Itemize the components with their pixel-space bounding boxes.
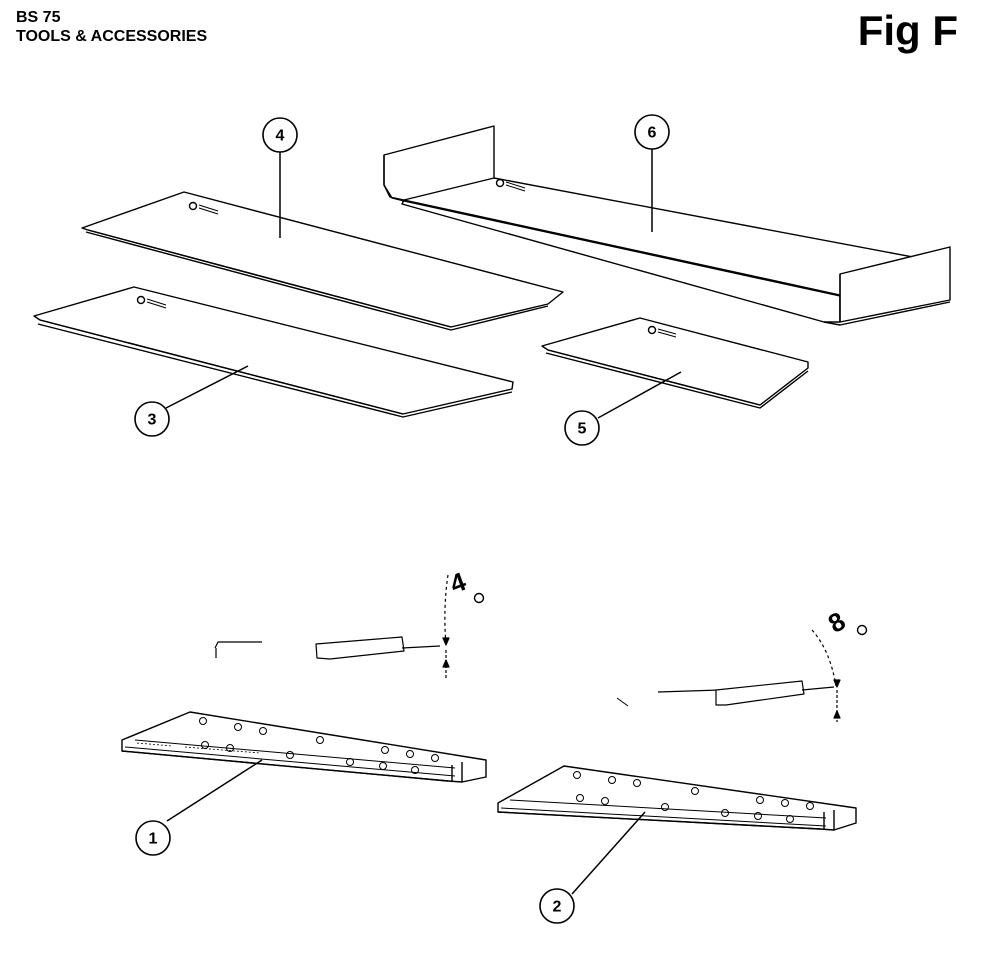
degree-symbol-right (856, 624, 868, 636)
profile-detail-left (214, 574, 450, 680)
callout-4 (262, 117, 298, 153)
knife-bar-2-holes (573, 771, 814, 823)
leader-5 (597, 371, 682, 419)
callout-2 (539, 888, 575, 924)
logo-mark-4 (188, 201, 219, 215)
callout-label-1: 1 (149, 831, 158, 848)
model-name: BS 75 (16, 9, 61, 26)
logo-mark-6 (495, 178, 526, 192)
leader-1 (166, 759, 263, 822)
part-3-plate (33, 286, 514, 418)
profile-detail-right (616, 629, 841, 722)
figure-label: Fig F (857, 7, 958, 54)
callout-3 (134, 401, 170, 437)
knife-bar-1-holes (199, 717, 439, 774)
angle-label-left: 4 (446, 566, 470, 599)
leader-lines (165, 148, 682, 895)
leader-2 (571, 811, 646, 895)
logo-mark-3 (136, 295, 167, 309)
part-4-plate (81, 191, 564, 331)
header-block: BS 75 TOOLS & ACCESSORIES (16, 8, 207, 46)
callout-circles (134, 114, 670, 924)
section-title: TOOLS & ACCESSORIES (16, 28, 208, 45)
callout-label-4: 4 (276, 128, 285, 145)
part-1-knife-bar (121, 711, 487, 783)
callout-1 (135, 820, 171, 856)
callout-label-2: 2 (553, 899, 562, 916)
callout-5 (564, 410, 600, 446)
callout-label-3: 3 (148, 412, 157, 429)
logo-mark-5 (647, 325, 677, 338)
leader-3 (165, 365, 249, 409)
callout-label-5: 5 (578, 421, 587, 438)
part-2-knife-bar (497, 765, 857, 831)
part-5-plate (541, 317, 809, 409)
part-6-tray (383, 125, 951, 326)
callout-label-6: 6 (648, 125, 657, 142)
degree-symbol-left (473, 592, 485, 604)
callout-6 (634, 114, 670, 150)
angle-label-right: 8 (823, 606, 851, 639)
